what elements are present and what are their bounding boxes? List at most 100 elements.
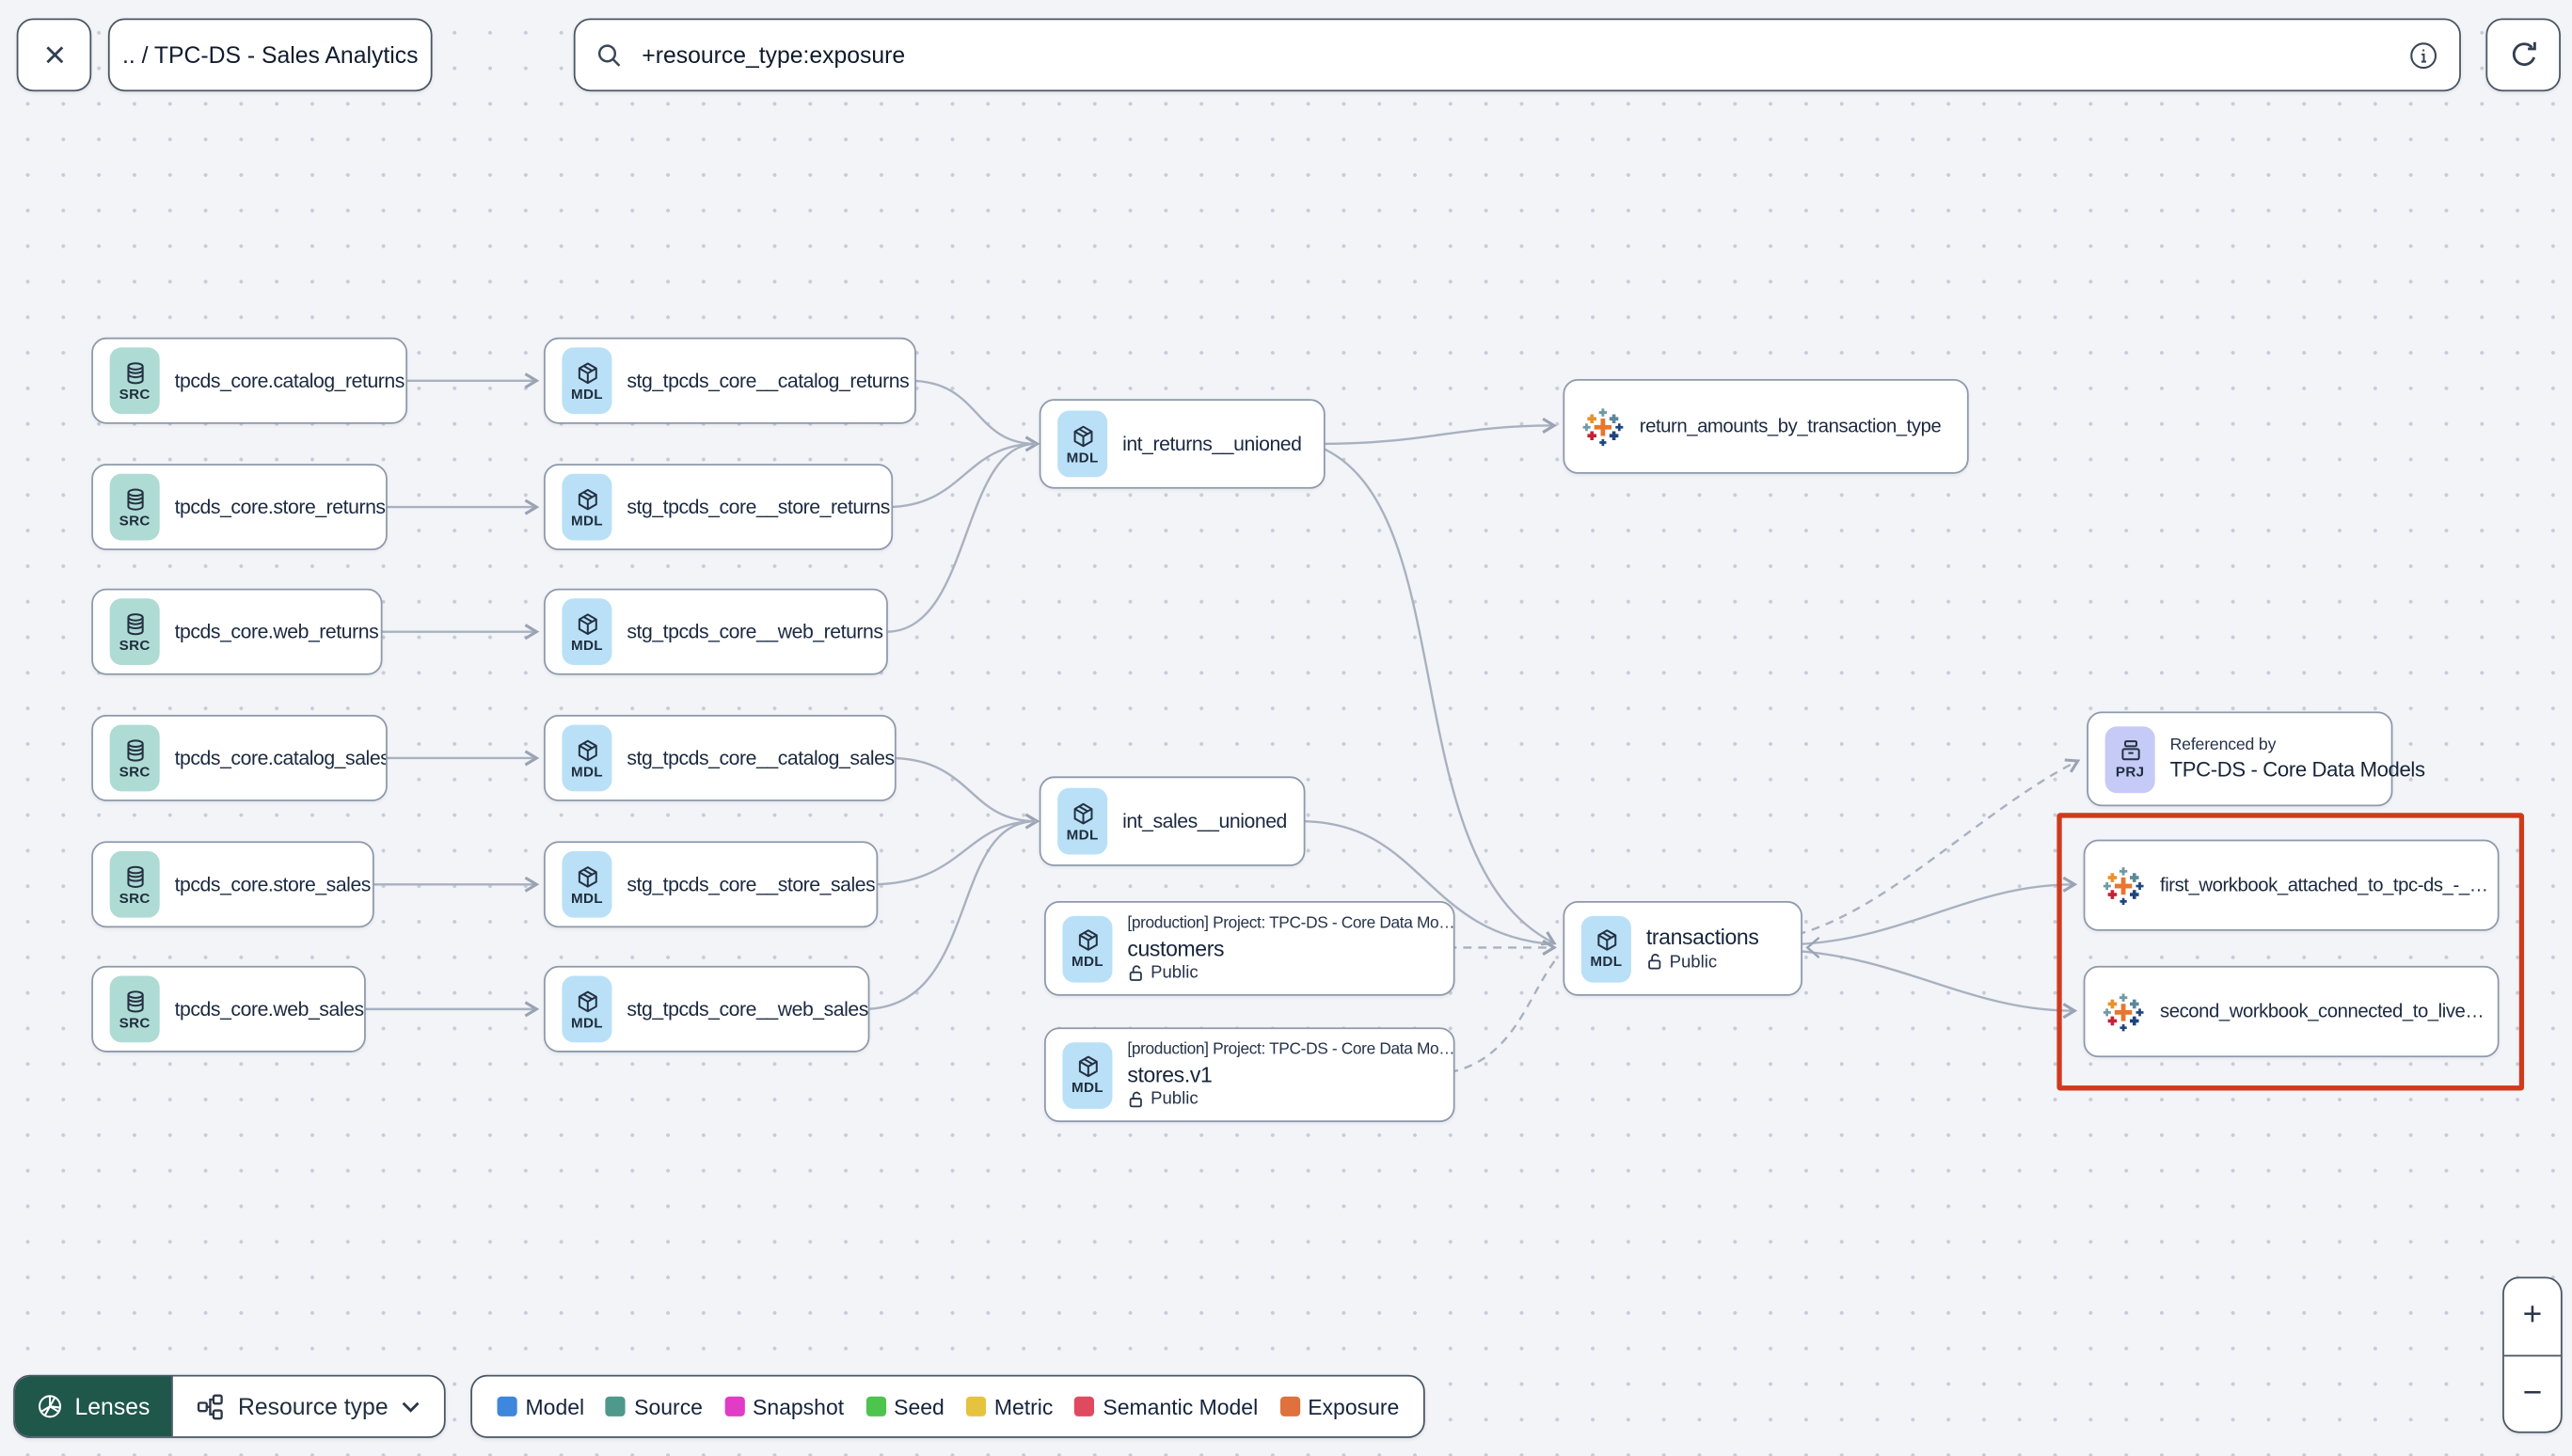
chevron-down-icon bbox=[403, 1401, 421, 1412]
lenses-button[interactable]: Lenses bbox=[14, 1376, 172, 1437]
node-project-meta: [production] Project: TPC-DS - Core Data… bbox=[1127, 914, 1453, 933]
node-source-web-sales[interactable]: SRC tpcds_core.web_sales bbox=[91, 965, 366, 1052]
open-padlock-icon bbox=[1127, 963, 1145, 981]
zoom-in-button[interactable]: + bbox=[2503, 1278, 2561, 1356]
node-label: stg_tpcds_core__store_returns bbox=[627, 495, 890, 519]
close-icon bbox=[45, 46, 63, 64]
breadcrumb-label: .. / TPC-DS - Sales Analytics bbox=[121, 41, 419, 69]
node-project-meta: [production] Project: TPC-DS - Core Data… bbox=[1127, 1040, 1453, 1059]
legend-item-metric: Metric bbox=[965, 1394, 1053, 1419]
node-label: stg_tpcds_core__catalog_sales bbox=[627, 746, 895, 770]
source-badge: SRC bbox=[109, 473, 160, 541]
node-label: transactions bbox=[1645, 925, 1759, 950]
legend-swatch-metric bbox=[965, 1396, 987, 1416]
legend-item-source: Source bbox=[606, 1394, 703, 1419]
model-badge: MDL bbox=[562, 598, 612, 665]
model-badge: MDL bbox=[1062, 1041, 1113, 1109]
database-icon bbox=[122, 864, 148, 890]
tableau-icon bbox=[2102, 990, 2145, 1034]
search-icon bbox=[597, 43, 621, 66]
node-int-returns-unioned[interactable]: MDL int_returns__unioned bbox=[1039, 399, 1326, 489]
node-label: stg_tpcds_core__web_returns bbox=[627, 620, 883, 644]
source-badge: SRC bbox=[109, 724, 160, 792]
legend-swatch-exposure bbox=[1279, 1396, 1300, 1416]
node-label: int_sales__unioned bbox=[1122, 809, 1287, 833]
node-project-ref[interactable]: PRJ Referenced by TPC-DS - Core Data Mod… bbox=[2087, 711, 2425, 807]
resource-type-dropdown[interactable]: Resource type bbox=[171, 1376, 444, 1437]
zoom-controls: + − bbox=[2502, 1276, 2563, 1433]
node-stg-web-sales[interactable]: MDL stg_tpcds_core__web_sales bbox=[543, 965, 870, 1052]
node-exposure-first-workbook[interactable]: first_workbook_attached_to_tpc-ds_-_… bbox=[2083, 839, 2500, 931]
node-exposure-return-amounts[interactable]: return_amounts_by_transaction_type bbox=[1563, 378, 1969, 474]
source-badge: SRC bbox=[109, 975, 160, 1043]
model-badge: MDL bbox=[562, 975, 612, 1043]
tableau-icon bbox=[1581, 404, 1625, 448]
access-row: Public bbox=[1646, 952, 1759, 973]
lenses-control-group: Lenses Resource type bbox=[13, 1374, 447, 1438]
node-customers[interactable]: MDL [production] Project: TPC-DS - Core … bbox=[1043, 900, 1455, 996]
cube-icon bbox=[1075, 928, 1101, 954]
model-badge: MDL bbox=[562, 850, 612, 918]
aperture-icon bbox=[39, 1395, 62, 1418]
node-transactions[interactable]: MDL transactions Public bbox=[1563, 900, 1802, 996]
source-badge: SRC bbox=[109, 850, 160, 918]
node-label: TPC-DS - Core Data Models bbox=[2169, 757, 2425, 782]
close-button[interactable] bbox=[16, 18, 92, 92]
cube-icon bbox=[575, 737, 600, 763]
tableau-icon bbox=[2102, 863, 2145, 907]
legend-item-semantic-model: Semantic Model bbox=[1074, 1394, 1258, 1419]
legend-item-seed: Seed bbox=[865, 1394, 945, 1419]
node-label: int_returns__unioned bbox=[1122, 432, 1302, 456]
node-source-web-returns[interactable]: SRC tpcds_core.web_returns bbox=[91, 588, 383, 675]
node-label: customers bbox=[1127, 935, 1225, 960]
node-stores-v1[interactable]: MDL [production] Project: TPC-DS - Core … bbox=[1043, 1027, 1455, 1123]
zoom-out-button[interactable]: − bbox=[2522, 1374, 2543, 1412]
node-source-catalog-sales[interactable]: SRC tpcds_core.catalog_sales bbox=[91, 715, 388, 801]
node-stg-store-sales[interactable]: MDL stg_tpcds_core__store_sales bbox=[543, 841, 879, 928]
node-int-sales-unioned[interactable]: MDL int_sales__unioned bbox=[1039, 776, 1306, 866]
refresh-button[interactable] bbox=[2485, 18, 2561, 92]
access-row: Public bbox=[1127, 962, 1453, 983]
node-label: tpcds_core.store_returns bbox=[174, 495, 386, 519]
node-source-store-sales[interactable]: SRC tpcds_core.store_sales bbox=[91, 841, 374, 928]
legend-item-model: Model bbox=[497, 1394, 584, 1419]
info-icon[interactable] bbox=[2407, 40, 2439, 71]
search-input[interactable] bbox=[638, 40, 2393, 71]
archive-box-icon bbox=[2118, 738, 2143, 764]
legend-swatch-snapshot bbox=[723, 1396, 745, 1416]
cube-icon bbox=[1070, 800, 1095, 826]
database-icon bbox=[122, 611, 148, 637]
source-badge: SRC bbox=[109, 598, 160, 665]
node-stg-catalog-sales[interactable]: MDL stg_tpcds_core__catalog_sales bbox=[543, 715, 897, 801]
resource-type-label: Resource type bbox=[238, 1393, 389, 1420]
node-source-store-returns[interactable]: SRC tpcds_core.store_returns bbox=[91, 464, 388, 551]
node-exposure-second-workbook[interactable]: second_workbook_connected_to_live… bbox=[2083, 965, 2500, 1058]
open-padlock-icon bbox=[1127, 1090, 1145, 1108]
legend-swatch-model bbox=[497, 1396, 517, 1416]
lenses-label: Lenses bbox=[74, 1393, 151, 1420]
model-badge: MDL bbox=[1580, 915, 1631, 982]
referenced-by-label: Referenced by bbox=[2169, 736, 2277, 755]
model-badge: MDL bbox=[562, 347, 612, 415]
cube-icon bbox=[575, 611, 600, 637]
node-label: return_amounts_by_transaction_type bbox=[1639, 416, 1942, 436]
node-label: stores.v1 bbox=[1127, 1061, 1213, 1087]
selection-highlight-box bbox=[2056, 813, 2525, 1091]
node-label: stg_tpcds_core__catalog_returns bbox=[627, 369, 910, 393]
node-label: tpcds_core.store_sales bbox=[174, 872, 371, 896]
node-label: tpcds_core.catalog_returns bbox=[174, 369, 405, 393]
open-padlock-icon bbox=[1646, 953, 1664, 971]
node-label: first_workbook_attached_to_tpc-ds_-_… bbox=[2159, 875, 2488, 895]
search-bar[interactable] bbox=[573, 18, 2461, 92]
database-icon bbox=[122, 360, 148, 386]
cube-icon bbox=[575, 360, 600, 386]
node-stg-catalog-returns[interactable]: MDL stg_tpcds_core__catalog_returns bbox=[543, 337, 916, 424]
refresh-icon bbox=[2512, 41, 2535, 67]
node-source-catalog-returns[interactable]: SRC tpcds_core.catalog_returns bbox=[91, 337, 408, 424]
breadcrumb[interactable]: .. / TPC-DS - Sales Analytics bbox=[107, 18, 433, 92]
node-stg-store-returns[interactable]: MDL stg_tpcds_core__store_returns bbox=[543, 464, 894, 551]
node-label: tpcds_core.web_returns bbox=[174, 620, 379, 644]
node-stg-web-returns[interactable]: MDL stg_tpcds_core__web_returns bbox=[543, 588, 888, 675]
